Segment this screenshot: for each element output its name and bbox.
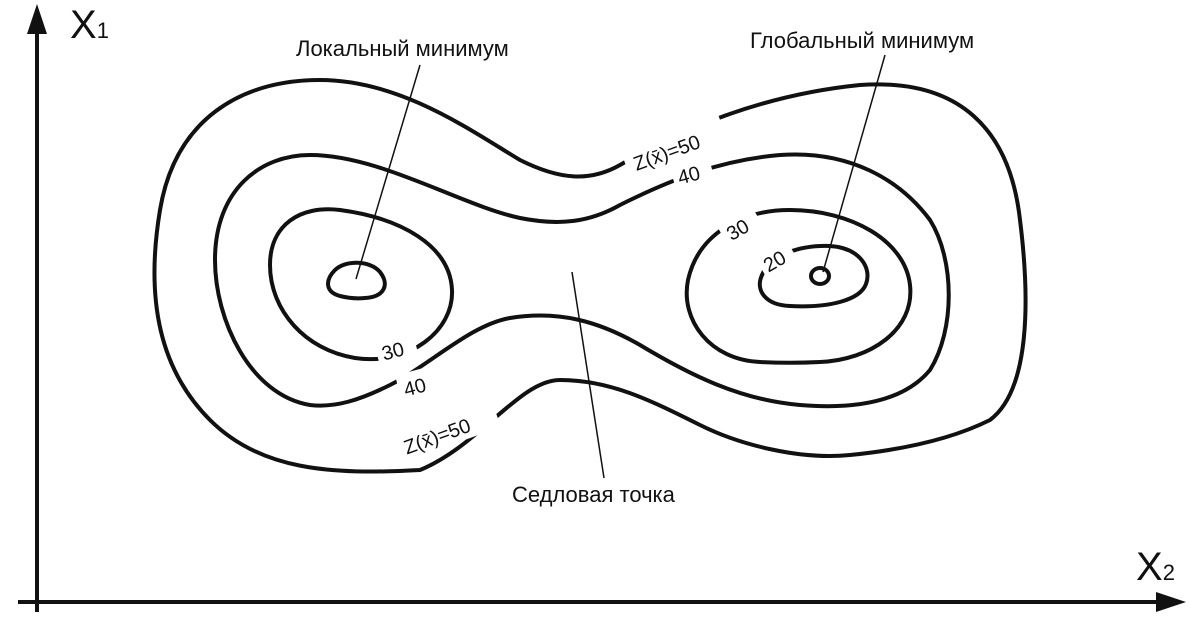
label-bg-40-top bbox=[669, 153, 715, 191]
contour-labels: Z(x̄)=50 Z(x̄)=50 40 40 30 30 20 bbox=[373, 103, 799, 463]
annotation-global-minimum: Глобальный минимум bbox=[750, 28, 974, 53]
contour-level-40 bbox=[213, 152, 951, 409]
x1-axis-arrow bbox=[27, 4, 47, 34]
x2-axis-label: X2 bbox=[1136, 545, 1175, 589]
label-bg-40-bottom bbox=[395, 365, 441, 403]
leader-saddle-point bbox=[571, 271, 605, 479]
label-bg-outer-bottom bbox=[389, 389, 501, 463]
contour-level-30-right bbox=[684, 208, 913, 365]
label-bg-30-top bbox=[715, 203, 765, 249]
x2-axis-arrow bbox=[1156, 592, 1186, 612]
contour-local-minimum bbox=[326, 260, 387, 301]
leader-local-minimum bbox=[355, 64, 421, 280]
annotation-local-minimum: Локальный минимум bbox=[296, 36, 509, 61]
x1-axis-label: X1 bbox=[70, 3, 109, 47]
label-bg-20 bbox=[753, 236, 799, 280]
annotations: Локальный минимум Глобальный минимум Сед… bbox=[296, 28, 974, 507]
contour-level-50 bbox=[152, 78, 1028, 474]
leader-lines bbox=[355, 54, 886, 479]
contour-global-minimum bbox=[809, 266, 831, 286]
leader-global-minimum bbox=[822, 54, 886, 273]
annotation-saddle-point: Седловая точка bbox=[512, 482, 676, 507]
axes: X1 X2 bbox=[18, 3, 1186, 612]
contours bbox=[152, 78, 1028, 474]
label-bg-30-bottom bbox=[373, 329, 419, 367]
label-bg-outer-top bbox=[616, 103, 728, 177]
contour-level-30-left bbox=[268, 207, 455, 362]
